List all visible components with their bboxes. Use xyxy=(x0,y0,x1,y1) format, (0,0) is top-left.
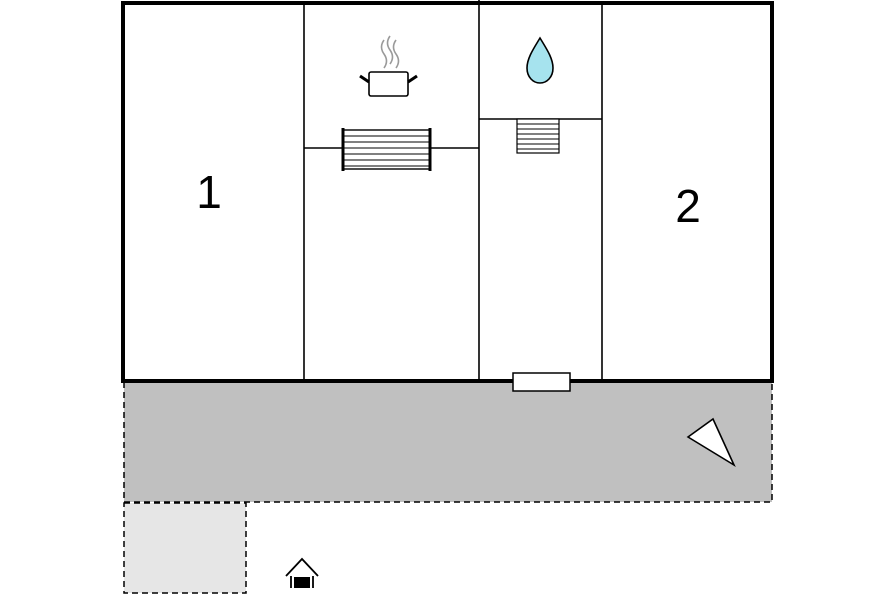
cooking-pot-icon xyxy=(359,35,418,97)
water-drop-icon xyxy=(526,36,554,84)
house-entrance-icon xyxy=(285,557,319,588)
kitchen-stair xyxy=(341,128,432,171)
room-label-2: 2 xyxy=(675,180,701,232)
bathroom-stair xyxy=(516,118,560,154)
house-outline xyxy=(121,1,774,383)
terrace-area xyxy=(123,381,773,503)
door-opening xyxy=(512,372,571,392)
room-label-1: 1 xyxy=(196,166,222,218)
interior-walls xyxy=(303,0,603,381)
north-arrow-icon xyxy=(686,417,736,468)
annex-area xyxy=(123,502,247,594)
